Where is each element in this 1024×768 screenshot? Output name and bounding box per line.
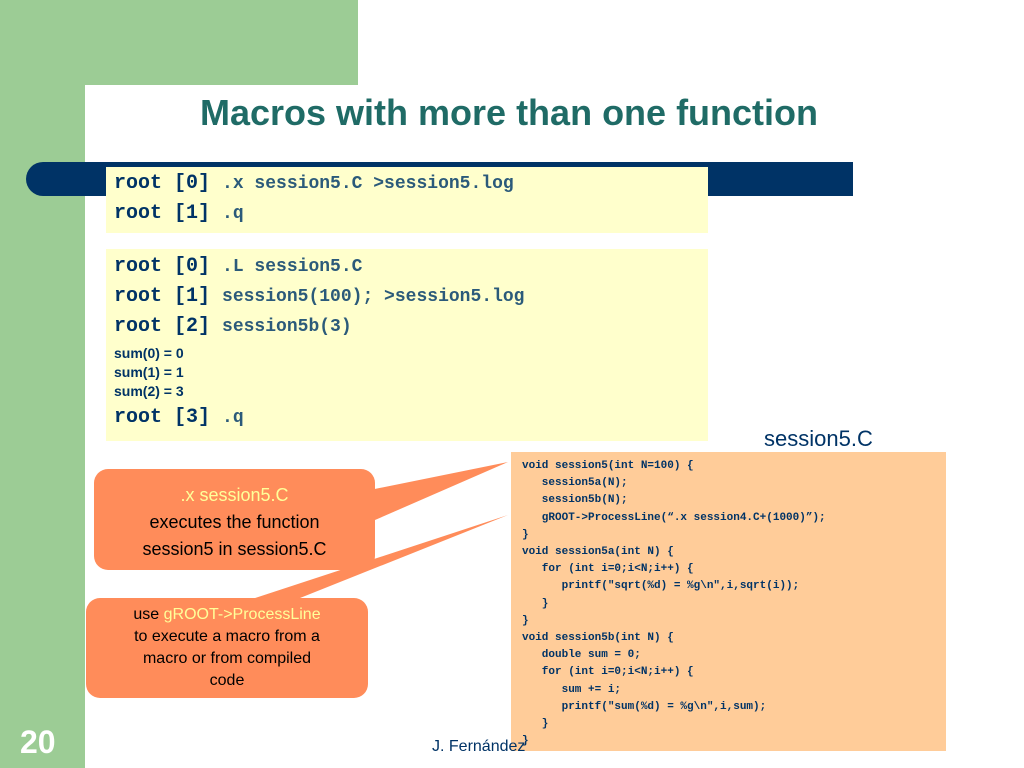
command-text: .L session5.C bbox=[222, 257, 363, 277]
output-line: sum(1) = 1 bbox=[114, 364, 184, 380]
code-line: void session5b(int N) { bbox=[522, 632, 674, 645]
output-line: sum(2) = 3 bbox=[114, 383, 184, 399]
command-box-1: root [0] .x session5.C >session5.log roo… bbox=[106, 167, 708, 233]
code-line: void session5(int N=100) { bbox=[522, 460, 694, 472]
command-text: session5(100); >session5.log bbox=[222, 287, 525, 307]
code-line: void session5a(int N) { bbox=[522, 546, 674, 559]
top-green-band bbox=[0, 0, 358, 85]
root-prompt: root [3] bbox=[114, 406, 211, 429]
command-text: .q bbox=[222, 408, 244, 428]
code-line: session5b(N); bbox=[522, 494, 628, 507]
file-name-label: session5.C bbox=[764, 426, 873, 451]
command-line: root [0] .L session5.C bbox=[114, 252, 708, 282]
left-green-band bbox=[0, 0, 85, 768]
root-prompt: root [2] bbox=[114, 315, 211, 338]
code-line: } bbox=[522, 614, 529, 627]
code-box: void session5(int N=100) { session5a(N);… bbox=[511, 452, 946, 751]
callout-line: to execute a macro from a bbox=[134, 628, 320, 645]
command-text: .q bbox=[222, 204, 244, 224]
code-line: gROOT->ProcessLine(“.x session4.C+(1000)… bbox=[522, 511, 826, 524]
callout-line: executes the function bbox=[149, 512, 320, 532]
output-line: sum(0) = 0 bbox=[114, 345, 184, 361]
command-line: root [1] .q bbox=[114, 199, 708, 229]
author-footer: J. Fernández bbox=[432, 738, 526, 755]
code-line: } bbox=[522, 718, 549, 731]
command-line: root [1] session5(100); >session5.log bbox=[114, 282, 708, 312]
code-line: } bbox=[522, 735, 529, 748]
code-line: for (int i=0;i<N;i++) { bbox=[522, 666, 694, 679]
callout-execute-function: .x session5.C executes the function sess… bbox=[94, 469, 375, 570]
callout-line: code bbox=[209, 672, 245, 689]
callout-highlight: gROOT->ProcessLine bbox=[163, 606, 321, 623]
output-lines: sum(0) = 0 sum(1) = 1 sum(2) = 3 bbox=[114, 344, 708, 401]
code-line: } bbox=[522, 528, 529, 541]
code-line: sum += i; bbox=[522, 683, 622, 696]
root-prompt: root [0] bbox=[114, 255, 211, 278]
page-number: 20 bbox=[20, 724, 56, 760]
callout-line: use gROOT->ProcessLine bbox=[86, 604, 368, 626]
code-line: } bbox=[522, 597, 549, 610]
code-line: for (int i=0;i<N;i++) { bbox=[522, 563, 694, 576]
root-prompt: root [1] bbox=[114, 202, 211, 225]
code-line: printf("sqrt(%d) = %g\n",i,sqrt(i)); bbox=[522, 580, 800, 593]
command-text: session5b(3) bbox=[222, 317, 352, 337]
command-line: root [2] session5b(3) bbox=[114, 312, 708, 342]
code-line: double sum = 0; bbox=[522, 649, 641, 662]
callout-highlight: .x session5.C bbox=[180, 485, 289, 505]
slide-title: Macros with more than one function bbox=[200, 92, 819, 133]
code-line: session5a(N); bbox=[522, 477, 628, 490]
root-prompt: root [1] bbox=[114, 285, 211, 308]
command-box-2: root [0] .L session5.C root [1] session5… bbox=[106, 249, 708, 441]
callout-processline: use gROOT->ProcessLine to execute a macr… bbox=[86, 598, 368, 698]
command-line: root [3] .q bbox=[114, 403, 708, 433]
root-prompt: root [0] bbox=[114, 172, 211, 195]
callout-line: session5 in session5.C bbox=[142, 539, 327, 559]
command-line: root [0] .x session5.C >session5.log bbox=[114, 169, 708, 199]
code-line: printf("sum(%d) = %g\n",i,sum); bbox=[522, 700, 767, 713]
command-text: .x session5.C >session5.log bbox=[222, 174, 514, 194]
callout-prefix: use bbox=[133, 606, 164, 623]
callout-pointer-1 bbox=[355, 462, 508, 520]
callout-line: macro or from compiled bbox=[142, 650, 312, 667]
